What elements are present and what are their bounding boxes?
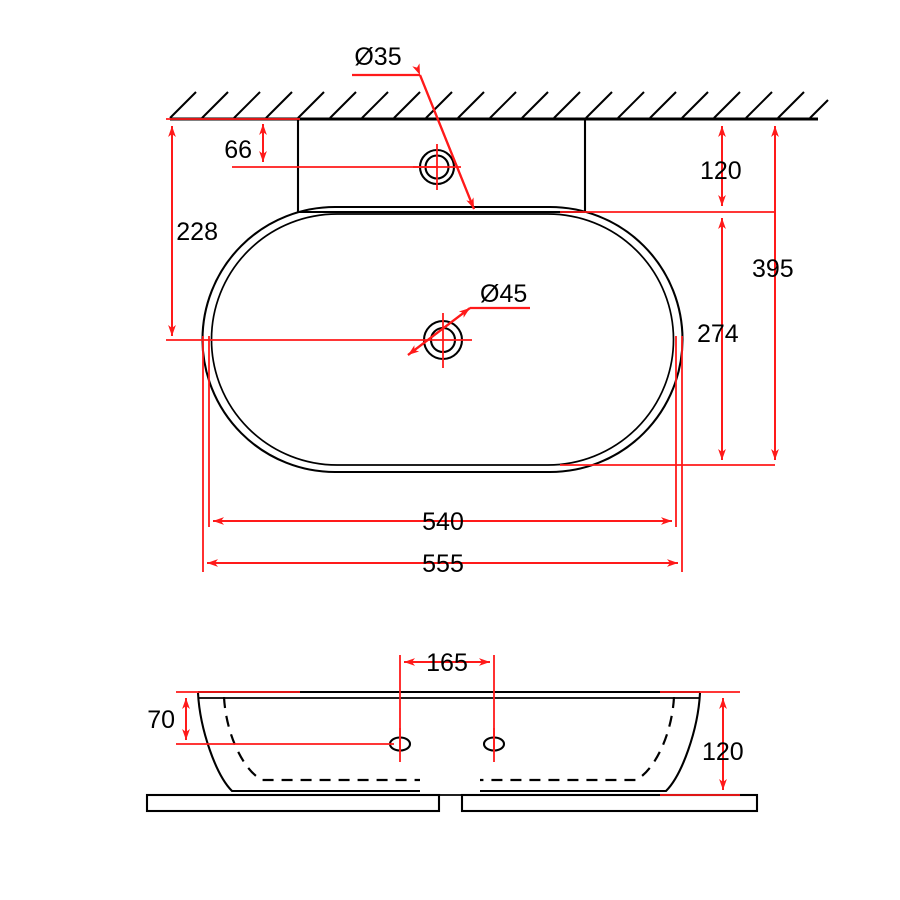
dim-label-274: 274 (697, 320, 739, 348)
basin-inner-outline (210, 213, 675, 466)
dim-label-120-top: 120 (700, 157, 742, 185)
dim-165 (399, 655, 495, 752)
dim-70 (176, 691, 394, 745)
front-view-group: 165 70 120 (145, 649, 759, 813)
basin-right-inner-hidden (480, 696, 676, 782)
top-view-group: Ø35 66 228 120 274 (166, 43, 829, 578)
dim-label-d45: Ø45 (480, 280, 527, 308)
basin-left-outer-profile (196, 692, 420, 793)
dim-555 (202, 336, 683, 572)
dim-label-70: 70 (147, 706, 175, 734)
wall-hatching (169, 91, 829, 119)
dim-120-side (660, 691, 740, 796)
basin-outer-outline (201, 205, 684, 474)
dim-228 (166, 118, 414, 341)
backsplash-outline (296, 119, 587, 214)
dim-66 (232, 124, 437, 168)
dim-faucet-diameter (352, 63, 476, 210)
dim-label-228: 228 (176, 218, 218, 246)
drain-hole-centermark (414, 313, 472, 368)
dim-label-120-side: 120 (702, 738, 744, 766)
dim-540 (208, 336, 677, 527)
dim-drain-diameter (407, 306, 530, 356)
dim-label-395: 395 (752, 255, 794, 283)
front-hole-centermarks (399, 728, 495, 762)
basin-right-outer-profile (480, 692, 702, 793)
dim-label-165: 165 (426, 649, 468, 677)
dim-120-top (560, 126, 775, 213)
dim-label-66: 66 (224, 136, 252, 164)
dim-label-d35: Ø35 (354, 43, 401, 71)
basin-left-inner-hidden (222, 696, 420, 782)
counter-plate (145, 793, 759, 813)
dim-274 (560, 218, 775, 466)
dim-label-540: 540 (422, 508, 464, 536)
dim-label-555: 555 (422, 550, 464, 578)
